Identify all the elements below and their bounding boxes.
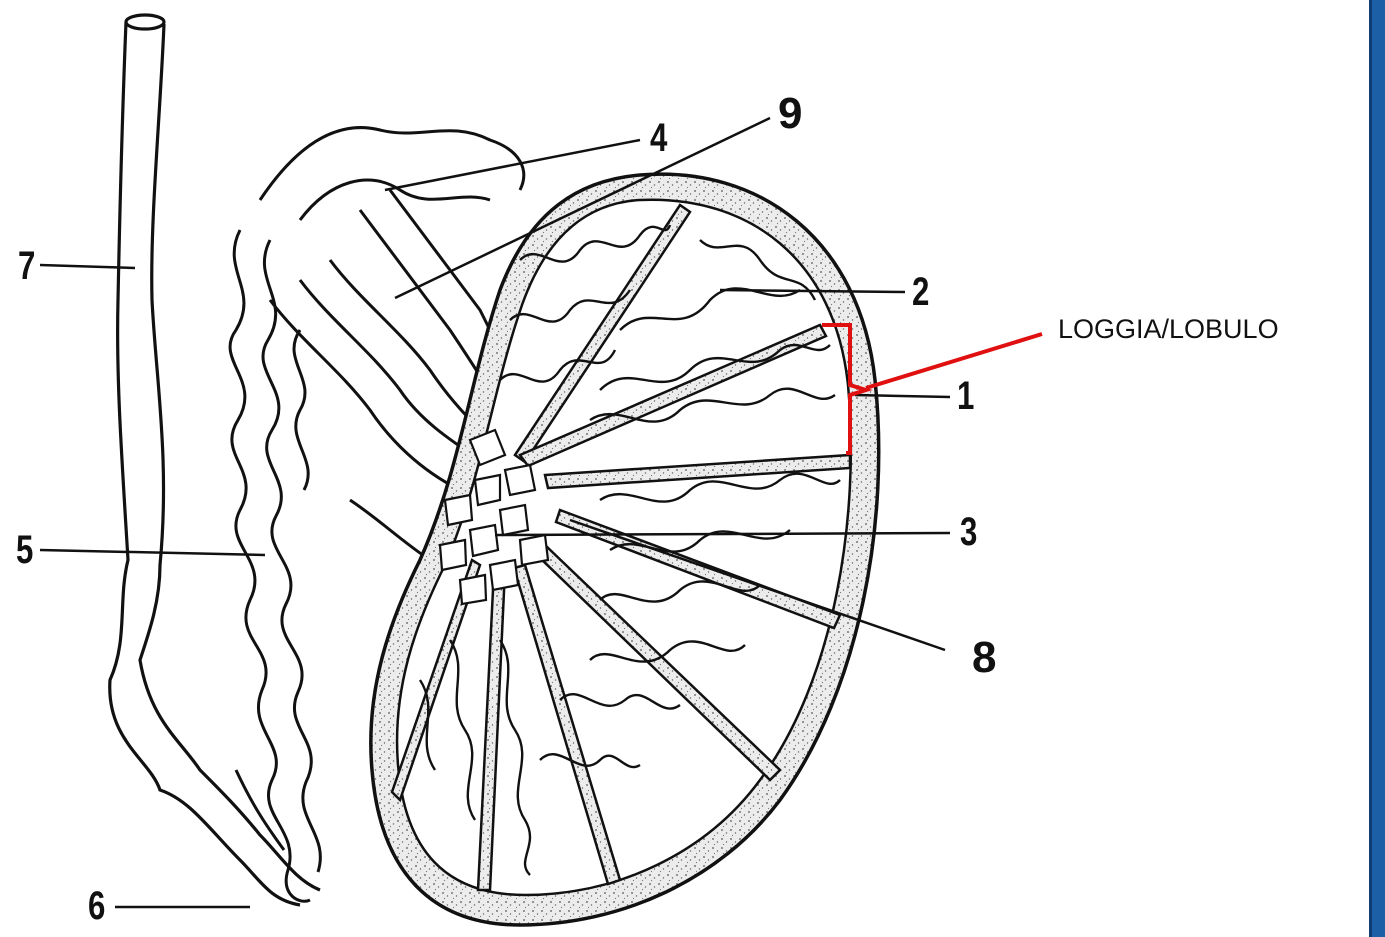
label-5: 5 xyxy=(16,530,33,570)
label-7: 7 xyxy=(18,246,35,286)
lobule-callout-label: LOGGIA/LOBULO xyxy=(1058,316,1279,343)
label-8: 8 xyxy=(972,636,996,680)
epididymis-coils xyxy=(230,230,320,901)
label-1: 1 xyxy=(957,376,974,416)
label-6: 6 xyxy=(88,886,105,926)
vas-deferens xyxy=(110,15,320,905)
label-2: 2 xyxy=(912,272,929,312)
label-9: 9 xyxy=(778,92,802,136)
label-3: 3 xyxy=(960,512,977,552)
label-4: 4 xyxy=(650,118,667,158)
